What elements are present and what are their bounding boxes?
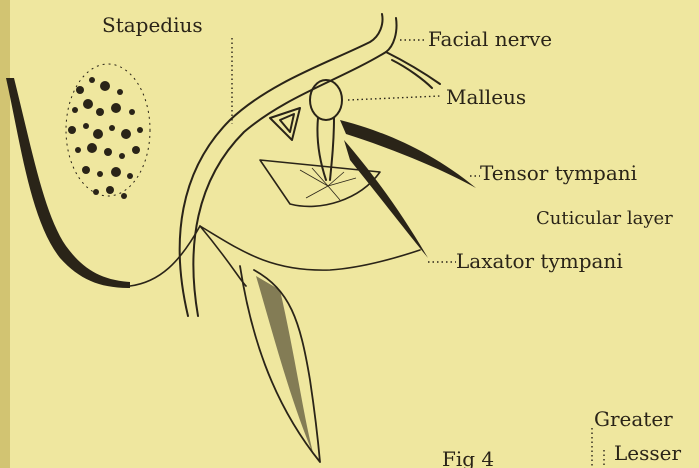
label-stapedius: Stapedius (102, 13, 203, 37)
leader-malleus (348, 96, 440, 100)
facial-nerve-branch (386, 52, 440, 88)
malleus-head (310, 80, 342, 120)
label-facial-nerve: Facial nerve (428, 27, 552, 51)
tensor-fan-hatching (300, 168, 356, 200)
label-malleus: Malleus (446, 85, 526, 109)
speckled-tissue (66, 64, 150, 199)
malleus-handle (317, 118, 334, 180)
tensor-tympani-muscle (340, 120, 476, 188)
label-fig: Fig 4 (442, 447, 494, 468)
label-tensor-tympani: Tensor tympani (480, 161, 637, 185)
label-cuticular-layer: Cuticular layer (536, 208, 673, 229)
label-greater: Greater (594, 407, 673, 431)
stapes (270, 108, 300, 140)
label-laxator-tympani: Laxator tympani (456, 249, 623, 273)
membrane-lower (200, 226, 246, 286)
label-lesser: Lesser (614, 441, 681, 465)
facial-nerve-arch (180, 14, 383, 316)
page-edge-shadow (0, 0, 10, 468)
membrane-outline (130, 226, 420, 286)
